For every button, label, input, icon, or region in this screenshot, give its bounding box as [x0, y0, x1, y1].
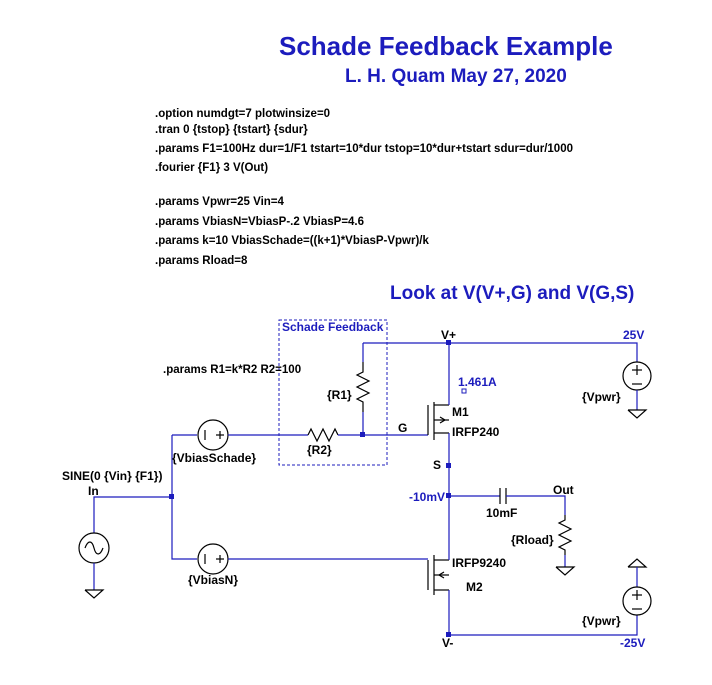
vs-top-label: 25V — [623, 328, 645, 342]
directive-params-vbias: .params VbiasN=VbiasP-.2 VbiasP=4.6 — [155, 216, 365, 228]
directive-params-rload: .params Rload=8 — [155, 255, 248, 267]
directive-option: .option numdgt=7 plotwinsize=0 — [155, 108, 331, 120]
m1-transistor — [427, 343, 450, 545]
vminus-rail — [449, 615, 638, 636]
resistor-params: .params R1=k*R2 R2=100 — [163, 364, 302, 376]
vbias-n-source — [197, 543, 428, 575]
vminus-node — [446, 632, 451, 637]
output-junction — [446, 493, 451, 498]
directive-fourier: .fourier {F1} 3 V(Out) — [155, 162, 269, 174]
vplus-node — [446, 340, 451, 345]
directive-params-f1: .params F1=100Hz dur=1/F1 tstart=10*dur … — [155, 143, 573, 155]
vpwr-bottom-source — [622, 558, 652, 616]
m1-label: M1 — [452, 405, 469, 419]
m1-model-label: IRFP240 — [452, 425, 500, 439]
rload-resistor — [555, 515, 576, 576]
input-node — [169, 494, 174, 499]
input-wire — [93, 496, 172, 533]
source-node — [446, 463, 451, 468]
m2-transistor — [427, 545, 450, 635]
directive-tran: .tran 0 {tstop} {tstart} {sdur} — [155, 124, 308, 136]
r1-label: {R1} — [327, 388, 352, 402]
r2-resistor — [230, 427, 428, 443]
capacitor-10mf — [449, 488, 566, 515]
out-label: Out — [553, 483, 574, 497]
current-label: 1.461A — [458, 375, 497, 389]
vplus-label: V+ — [441, 328, 457, 342]
author-date: L. H. Quam May 27, 2020 — [345, 66, 567, 87]
rload-label: {Rload} — [511, 533, 554, 547]
analysis-note: Look at V(V+,G) and V(G,S) — [390, 283, 635, 304]
gate-label: G — [398, 421, 408, 435]
vplus-rail — [362, 342, 638, 362]
r2-label: {R2} — [307, 443, 332, 457]
in-label: In — [88, 484, 99, 498]
vpwr-bot-label: {Vpwr} — [582, 614, 621, 628]
page-title: Schade Feedback Example — [279, 31, 613, 61]
r1-resistor — [355, 362, 371, 435]
gate-node — [360, 432, 365, 437]
vs-bot-label: -25V — [620, 636, 646, 650]
source-label: S — [433, 458, 442, 472]
vpwr-top-source — [622, 361, 652, 419]
vbias-schade-source — [197, 419, 230, 451]
sine-label: SINE(0 {Vin} {F1}) — [62, 469, 163, 483]
m2-label: M2 — [466, 580, 483, 594]
bias-split-wire — [171, 435, 197, 560]
vminus-label: V- — [442, 636, 454, 650]
vpwr-top-label: {Vpwr} — [582, 390, 621, 404]
feedback-box-label: Schade Feedback — [282, 320, 384, 334]
directive-params-vpwr: .params Vpwr=25 Vin=4 — [155, 196, 284, 208]
feedback-box — [278, 319, 388, 466]
current-probe — [461, 388, 467, 394]
sine-source — [78, 532, 110, 599]
directive-params-k: .params k=10 VbiasSchade=((k+1)*VbiasP-V… — [155, 235, 429, 247]
source-voltage-label: -10mV — [409, 490, 446, 504]
cap-label: 10mF — [486, 506, 518, 520]
vbias-schade-label: {VbiasSchade} — [172, 451, 257, 465]
m2-model-label: IRFP9240 — [452, 556, 507, 570]
vbias-n-label: {VbiasN} — [188, 573, 239, 587]
